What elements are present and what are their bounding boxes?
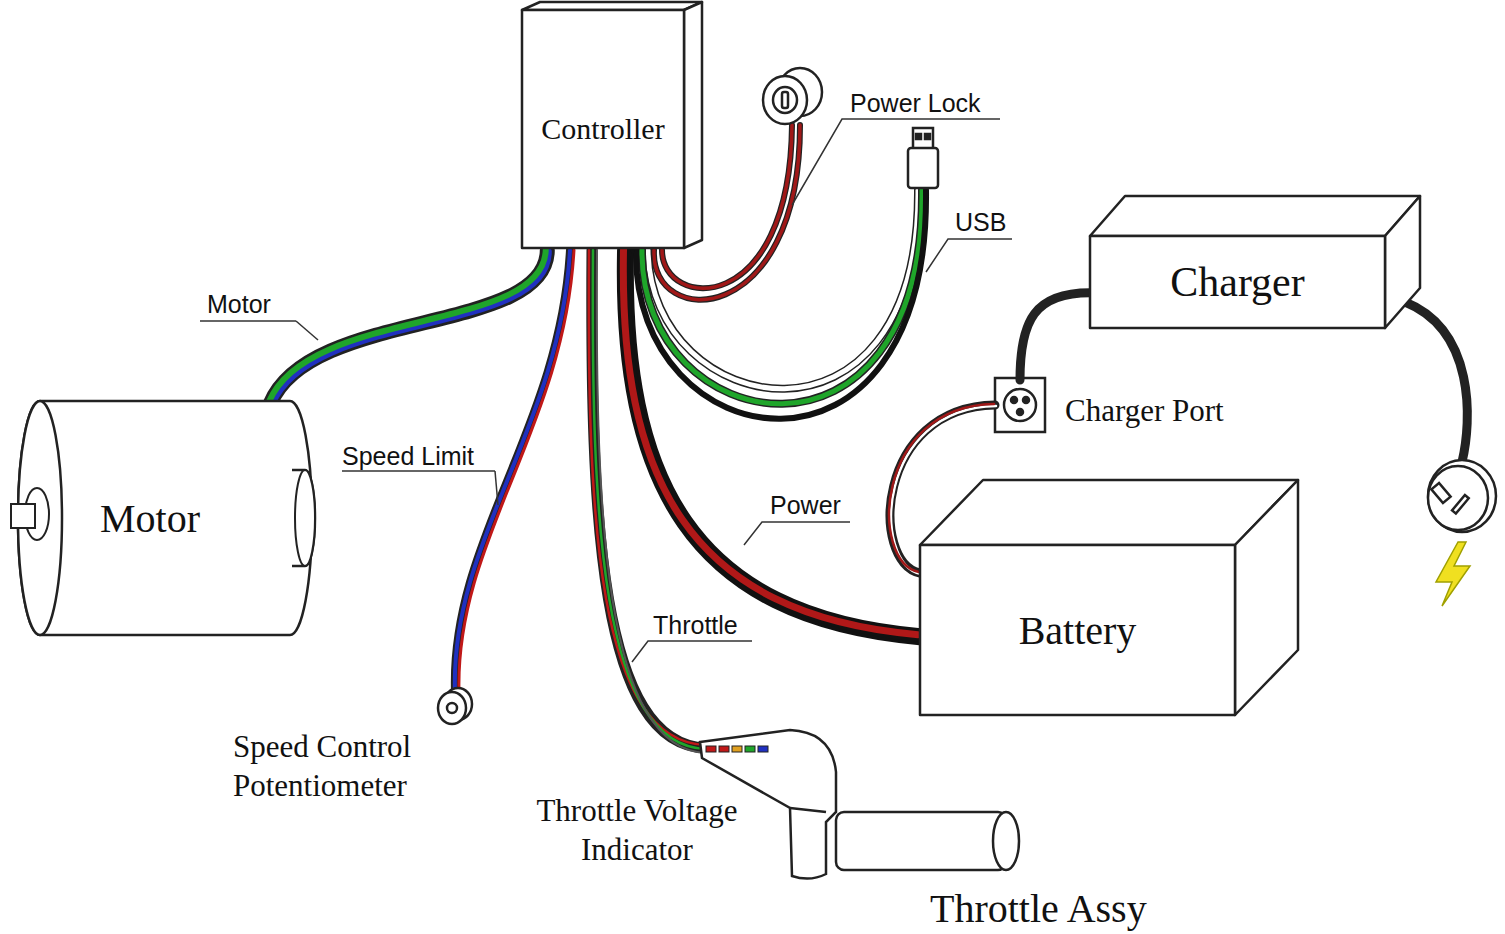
potentiometer <box>438 688 472 724</box>
throttle-assembly <box>700 730 1019 879</box>
box-side <box>1235 480 1298 715</box>
cable-strand <box>272 252 549 405</box>
cable <box>623 248 922 639</box>
throttle-wire <box>592 250 706 748</box>
part-label: USB <box>955 207 1006 238</box>
box-top <box>1090 196 1420 236</box>
box-top <box>920 480 1298 545</box>
charger-box: Charger <box>1088 192 1424 332</box>
cable-label: Power <box>768 491 843 520</box>
mains-plug <box>1428 460 1496 532</box>
motor-shaft <box>11 504 35 528</box>
throttle-wire <box>597 250 706 753</box>
controller-box: Controller <box>520 0 702 252</box>
battery-box: Battery <box>918 475 1302 720</box>
part-label: Charger Port <box>1065 392 1224 431</box>
power-lock-switch <box>763 68 822 124</box>
part-label: Throttle Voltage Indicator <box>502 792 772 870</box>
signal-label: Speed Limit <box>342 441 474 472</box>
cable-strand <box>625 250 920 637</box>
cable-label: Motor <box>205 290 273 319</box>
cable <box>269 249 549 405</box>
cable-strand <box>627 252 922 639</box>
motor-front-boss <box>292 470 315 566</box>
box-side <box>1385 196 1420 328</box>
node-title: Motor <box>100 495 200 542</box>
throttle-wire <box>589 250 706 745</box>
part-label: Throttle Assy <box>930 884 1147 934</box>
part-label: Speed Control Potentiometer <box>233 728 473 806</box>
cable-strand <box>1020 293 1090 380</box>
box-front <box>522 10 684 248</box>
usb-plug <box>908 128 938 188</box>
node-outline <box>918 475 1302 720</box>
node-title: Controller <box>541 112 664 146</box>
lightning-bolt <box>1436 542 1470 606</box>
cable-strand <box>623 248 918 635</box>
box-side <box>684 2 702 248</box>
mains-cable <box>1405 302 1467 462</box>
throttle-wire <box>593 250 706 749</box>
box-front <box>1090 236 1385 328</box>
cable-strand <box>269 249 546 402</box>
motor-front-face <box>295 470 315 566</box>
motor-body: Motor <box>5 395 325 640</box>
part-label: Power Lock <box>850 88 981 119</box>
box-front <box>920 545 1235 715</box>
motor-can <box>18 401 312 635</box>
node-title: Charger <box>1170 258 1305 306</box>
signal-label: Throttle <box>653 610 738 641</box>
node-title: Battery <box>1019 607 1137 654</box>
charger-port <box>995 378 1045 432</box>
